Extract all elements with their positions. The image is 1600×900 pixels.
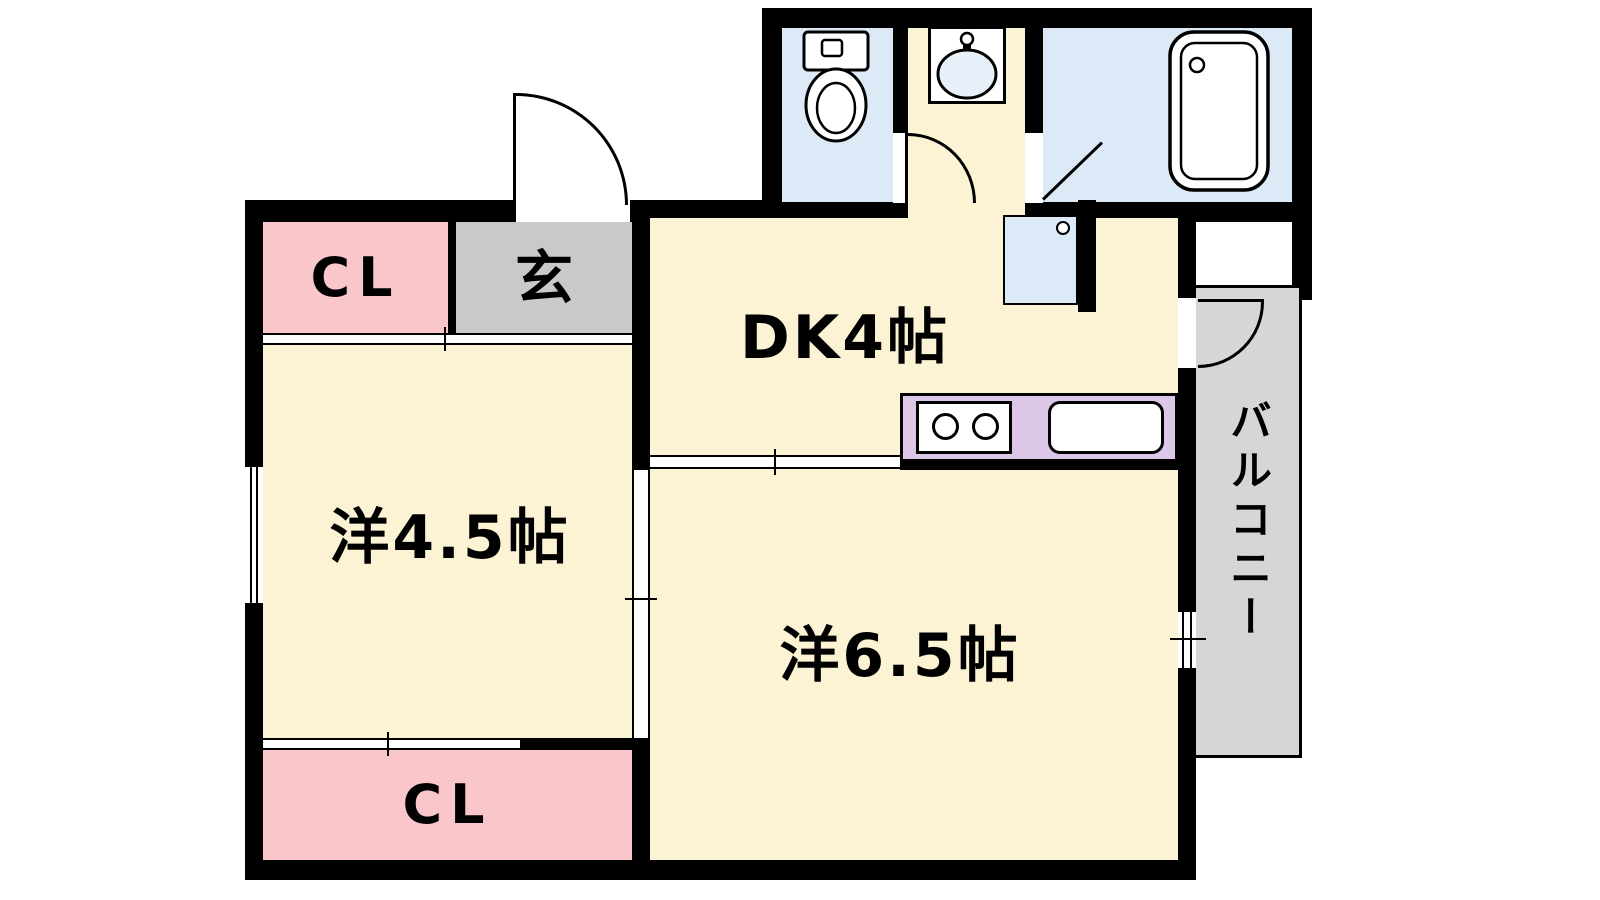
window-left-pane-line xyxy=(250,467,252,603)
washer-drain-icon xyxy=(1056,221,1070,235)
balcony-door-leaf xyxy=(1198,299,1264,302)
toilet-icon xyxy=(802,30,870,143)
western-45-label-box: 洋4.5帖 xyxy=(295,495,605,580)
wall-appliance-nook xyxy=(1078,200,1096,312)
entrance-label: 玄 xyxy=(514,243,573,312)
room-western-65 xyxy=(650,470,1178,860)
balcony-label: バルコニー xyxy=(1223,399,1273,644)
sliding-door-closet-top xyxy=(263,333,632,345)
entrance-door-leaf xyxy=(513,93,516,207)
door-tick-bottom xyxy=(387,732,389,756)
balcony-door-opening xyxy=(1178,298,1196,368)
western-45-label: 洋4.5帖 xyxy=(329,502,571,573)
window-left-pane-line2 xyxy=(256,467,258,603)
door-tick-dk xyxy=(774,449,776,475)
stove-burner-icon xyxy=(932,413,959,440)
entrance-opening xyxy=(516,200,630,222)
closet-top-label: CL xyxy=(310,245,401,309)
sink-icon xyxy=(1048,401,1164,454)
door-tick-top xyxy=(444,327,446,351)
sliding-door-between-rooms xyxy=(632,470,650,738)
window-left xyxy=(245,467,263,603)
window-right-pane-line2 xyxy=(1190,612,1192,668)
wall-right-extension xyxy=(1292,8,1312,300)
room-closet-top: CL xyxy=(263,222,448,333)
dk-label: DK4帖 xyxy=(739,302,951,373)
window-right xyxy=(1178,612,1196,668)
window-right-tick xyxy=(1170,638,1206,640)
washbasin-icon xyxy=(928,26,1006,104)
bathtub-icon xyxy=(1168,30,1270,192)
window-right-pane-line xyxy=(1182,612,1184,668)
western-65-label: 洋6.5帖 xyxy=(779,620,1021,691)
toilet-door-opening xyxy=(893,133,908,203)
wall-closet-bottom-right xyxy=(520,738,632,750)
sliding-door-closet-bottom xyxy=(263,738,520,750)
closet-bottom-label: CL xyxy=(402,773,493,836)
stove-burner-icon2 xyxy=(972,413,999,440)
bath-door-opening xyxy=(1025,133,1043,203)
room-western-45 xyxy=(263,345,632,738)
door-tick-vertical xyxy=(625,598,657,600)
room-closet-bottom: CL xyxy=(263,750,632,860)
western-65-label-box: 洋6.5帖 xyxy=(740,613,1060,698)
washroom-door-leaf xyxy=(905,133,908,205)
dk-label-box: DK4帖 xyxy=(690,295,1000,380)
entrance-door-arc xyxy=(516,93,628,205)
room-entrance: 玄 xyxy=(456,222,632,333)
